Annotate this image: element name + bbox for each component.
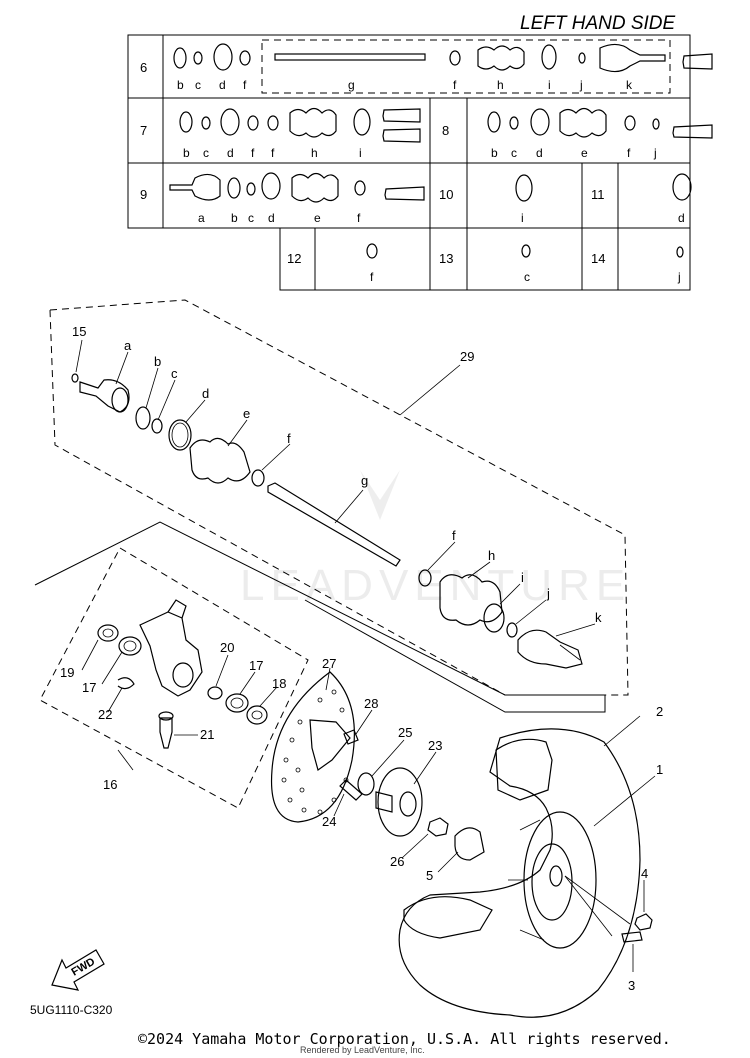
callout-k: k (595, 610, 602, 625)
svg-text:f: f (271, 146, 275, 160)
row-7-parts (179, 107, 421, 143)
callout-22: 22 (98, 707, 112, 722)
svg-text:e: e (581, 146, 588, 160)
svg-text:k: k (626, 78, 633, 92)
svg-text:h: h (497, 78, 504, 92)
svg-text:j: j (653, 146, 657, 160)
svg-text:LEADVENTURE: LEADVENTURE (240, 561, 631, 610)
callout-2: 2 (656, 704, 663, 719)
callout-5: 5 (426, 868, 433, 883)
callout-j: j (546, 586, 550, 601)
callout-27: 27 (322, 656, 336, 671)
svg-text:b: b (183, 146, 190, 160)
callouts: 15 a b c d e f g f h i j k 29 19 17 22 2… (60, 324, 663, 993)
row-9-letters: a b c d e f (198, 211, 361, 225)
svg-text:d: d (536, 146, 543, 160)
callout-16: 16 (103, 777, 117, 792)
svg-text:i: i (359, 146, 362, 160)
copyright-text: ©2024 Yamaha Motor Corporation, U.S.A. A… (138, 1030, 671, 1048)
svg-text:f: f (453, 78, 457, 92)
wheel-group (398, 715, 656, 1018)
svg-text:b: b (491, 146, 498, 160)
callout-20: 20 (220, 640, 234, 655)
svg-text:c: c (203, 146, 209, 160)
row-6-parts (173, 43, 713, 73)
svg-text:d: d (219, 78, 226, 92)
callout-f: f (452, 528, 456, 543)
callout-17: 17 (249, 658, 263, 673)
svg-text:f: f (243, 78, 247, 92)
row-8-letters: b c d e f j (491, 146, 657, 160)
table-cell-letter: f (370, 270, 374, 284)
callout-29: 29 (460, 349, 474, 364)
row-8-parts (487, 107, 713, 139)
table-row-number: 9 (140, 187, 147, 202)
svg-text:f: f (251, 146, 255, 160)
svg-text:d: d (268, 211, 275, 225)
table-row-number: 14 (591, 251, 605, 266)
diagram-title: LEFT HAND SIDE (520, 13, 676, 34)
svg-text:b: b (177, 78, 184, 92)
callout-17: 17 (82, 680, 96, 695)
svg-text:f: f (627, 146, 631, 160)
callout-26: 26 (390, 854, 404, 869)
row-7-letters: b c d f f h i (183, 146, 362, 160)
svg-text:b: b (231, 211, 238, 225)
table-row-number: 8 (442, 123, 449, 138)
table-row-number: 10 (439, 187, 453, 202)
svg-text:f: f (357, 211, 361, 225)
table-cell-letter: i (521, 211, 524, 225)
svg-text:a: a (198, 211, 205, 225)
row-9-parts (169, 172, 425, 203)
svg-text:i: i (548, 78, 551, 92)
callout-c: c (171, 366, 178, 381)
callout-h: h (488, 548, 495, 563)
callout-3: 3 (628, 978, 635, 993)
callout-e: e (243, 406, 250, 421)
disc-holes (281, 689, 349, 815)
svg-text:j: j (579, 78, 583, 92)
callout-f: f (287, 431, 291, 446)
fwd-arrow-icon: FWD (51, 949, 105, 991)
callout-21: 21 (200, 727, 214, 742)
table-row-number: 13 (439, 251, 453, 266)
kit-table: 6 7 8 9 10 11 12 13 14 b c d f g f (127, 34, 713, 291)
drive-shaft-group (49, 299, 629, 696)
svg-text:d: d (227, 146, 234, 160)
callout-g: g (361, 473, 368, 488)
callout-19: 19 (60, 665, 74, 680)
svg-text:c: c (511, 146, 517, 160)
diagram-code: 5UG1110-C320 (30, 1003, 113, 1017)
callout-1: 1 (656, 762, 663, 777)
callout-18: 18 (272, 676, 286, 691)
callout-28: 28 (364, 696, 378, 711)
callout-23: 23 (428, 738, 442, 753)
callout-i: i (521, 570, 524, 585)
row-6-letters: b c d f g f h i j k (177, 78, 633, 92)
callout-15: 15 (72, 324, 86, 339)
callout-24: 24 (322, 814, 336, 829)
table-cell-letter: d (678, 211, 685, 225)
table-cell-letter: c (524, 270, 530, 284)
watermark: LEADVENTURE (240, 470, 631, 610)
table-row-number: 7 (140, 123, 147, 138)
rendered-by-text: Rendered by LeadVenture, Inc. (300, 1045, 425, 1055)
callout-4: 4 (641, 866, 648, 881)
callout-b: b (154, 354, 161, 369)
brake-hub-group (270, 667, 485, 873)
table-cell-letter: j (677, 270, 681, 284)
table-row-number: 12 (287, 251, 301, 266)
knuckle-group (34, 521, 606, 809)
table-row-number: 11 (591, 187, 605, 202)
svg-text:g: g (348, 78, 355, 92)
svg-text:h: h (311, 146, 318, 160)
callout-a: a (124, 338, 132, 353)
table-row-number: 6 (140, 60, 147, 75)
callout-d: d (202, 386, 209, 401)
svg-text:e: e (314, 211, 321, 225)
svg-text:c: c (195, 78, 201, 92)
svg-text:c: c (248, 211, 254, 225)
callout-25: 25 (398, 725, 412, 740)
